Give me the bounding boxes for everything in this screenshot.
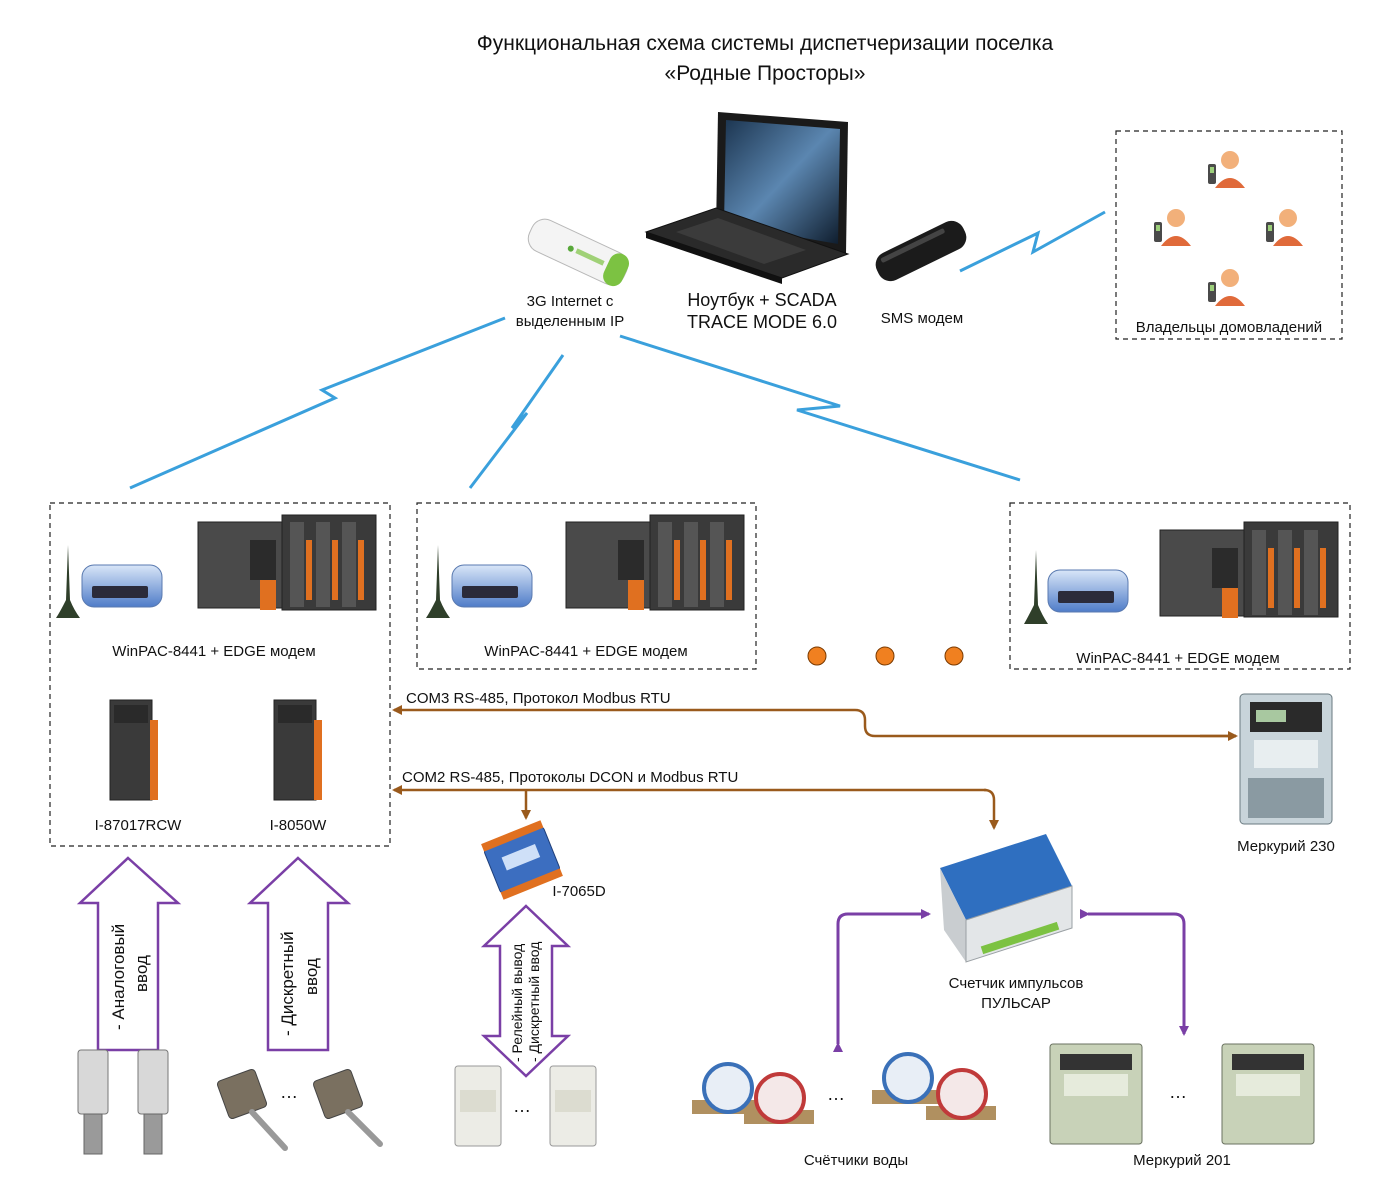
com3-bus-label: COM3 RS-485, Протокол Modbus RTU xyxy=(406,690,671,707)
io-module-i87017rcw xyxy=(109,699,158,801)
relay-io-arrow xyxy=(480,904,572,1078)
mercury-201-meter-1 xyxy=(1049,1043,1143,1145)
discrete-input-arrow xyxy=(246,856,352,1052)
com2-bus-label: COM2 RS-485, Протоколы DCON и Modbus RTU xyxy=(402,769,738,786)
diagram-title-line1: Функциональная схема системы диспетчериз… xyxy=(477,32,1054,55)
com2-arrow-to-pulsar xyxy=(983,788,999,830)
pressure-sensor-1 xyxy=(77,1049,109,1155)
continuation-dot-3 xyxy=(944,646,964,666)
owners-box xyxy=(1115,130,1343,340)
water-meter-blue-2 xyxy=(872,1052,942,1104)
usb-sms-modem xyxy=(875,220,967,282)
owners-label: Владельцы домовладений xyxy=(1136,319,1322,336)
modem-3g-label-line2: выделенным IP xyxy=(516,313,624,330)
wireless-link-middle xyxy=(468,354,565,489)
owner-person-icon-4 xyxy=(1208,269,1245,306)
analog-arrow-label-line2: ввод xyxy=(132,955,151,992)
pulsar-label-line1: Счетчик импульсов xyxy=(949,975,1084,992)
modem-3g-label-line1: 3G Internet с xyxy=(527,293,614,310)
wireless-link-right xyxy=(619,334,1021,482)
water-meter-blue-1 xyxy=(692,1062,762,1114)
water-meters-ellipsis: … xyxy=(827,1084,845,1104)
module2-label: I-8050W xyxy=(270,817,328,834)
mercury-201-meter-2 xyxy=(1221,1043,1315,1145)
discrete-sensors-ellipsis: … xyxy=(280,1082,298,1102)
discrete-arrow-label-line1: - Дискретный xyxy=(278,931,297,1036)
mercury201-label: Меркурий 201 xyxy=(1133,1152,1231,1169)
usb-3g-modem xyxy=(527,218,630,287)
laptop-image xyxy=(644,112,850,284)
diagram-title-line2: «Родные Просторы» xyxy=(665,62,866,85)
station-box-middle xyxy=(416,502,757,670)
relay-module-2 xyxy=(549,1065,597,1147)
relay-module-1 xyxy=(454,1065,502,1147)
station-left-label: WinPAC-8441 + EDGE модем xyxy=(112,643,315,660)
discrete-sensor-1 xyxy=(216,1068,288,1151)
mercury230-label: Меркурий 230 xyxy=(1237,838,1335,855)
relay-arrow-label-line1: - Релейный вывод xyxy=(509,944,525,1062)
station-middle-label: WinPAC-8441 + EDGE модем xyxy=(484,643,687,660)
com3-bus-line xyxy=(392,705,1236,738)
discrete-sensor-2 xyxy=(312,1068,383,1147)
edge-modem-middle xyxy=(426,545,533,618)
pulsar-link-water xyxy=(833,909,931,1052)
winpac-controller-left xyxy=(197,514,377,611)
continuation-dot-1 xyxy=(807,646,827,666)
wireless-link-left xyxy=(129,316,506,490)
pressure-sensor-2 xyxy=(137,1049,169,1155)
pulsar-pulse-counter xyxy=(940,834,1073,963)
i7065d-label: I-7065D xyxy=(552,883,606,900)
relay-arrow-label-line2: - Дискретный ввод xyxy=(526,942,542,1062)
owner-person-icon-1 xyxy=(1208,151,1245,188)
wireless-link-sms xyxy=(959,210,1106,273)
water-meters-label: Счётчики воды xyxy=(804,1152,908,1169)
edge-modem-left xyxy=(56,545,163,618)
winpac-controller-right xyxy=(1159,521,1339,618)
pulsar-label-line2: ПУЛЬСАР xyxy=(981,995,1051,1012)
analog-arrow-label-line1: - Аналоговый xyxy=(109,924,128,1030)
owner-person-icon-3 xyxy=(1266,209,1303,246)
owner-person-icon-2 xyxy=(1154,209,1191,246)
continuation-dot-2 xyxy=(875,646,895,666)
mercury201-ellipsis: … xyxy=(1169,1082,1187,1102)
pulsar-link-mercury201 xyxy=(1080,909,1189,1036)
station-right-label: WinPAC-8441 + EDGE модем xyxy=(1076,650,1279,667)
winpac-controller-middle xyxy=(565,514,745,611)
mercury-230-meter xyxy=(1239,693,1333,825)
io-module-i8050w xyxy=(273,699,322,801)
station-box-right xyxy=(1009,502,1351,670)
edge-modem-right xyxy=(1024,550,1129,624)
sms-modem-label: SMS модем xyxy=(881,310,963,327)
water-meter-red-2 xyxy=(926,1068,996,1120)
analog-input-arrow xyxy=(76,856,182,1052)
water-meter-red-1 xyxy=(744,1072,814,1124)
module1-label: I-87017RCW xyxy=(95,817,183,834)
laptop-label-line2: TRACE MODE 6.0 xyxy=(687,312,837,332)
relay-modules-ellipsis: … xyxy=(513,1096,531,1116)
discrete-arrow-label-line2: ввод xyxy=(302,958,321,995)
io-module-i7065d xyxy=(481,820,563,900)
laptop-label-line1: Ноутбук + SCADA xyxy=(687,290,836,310)
